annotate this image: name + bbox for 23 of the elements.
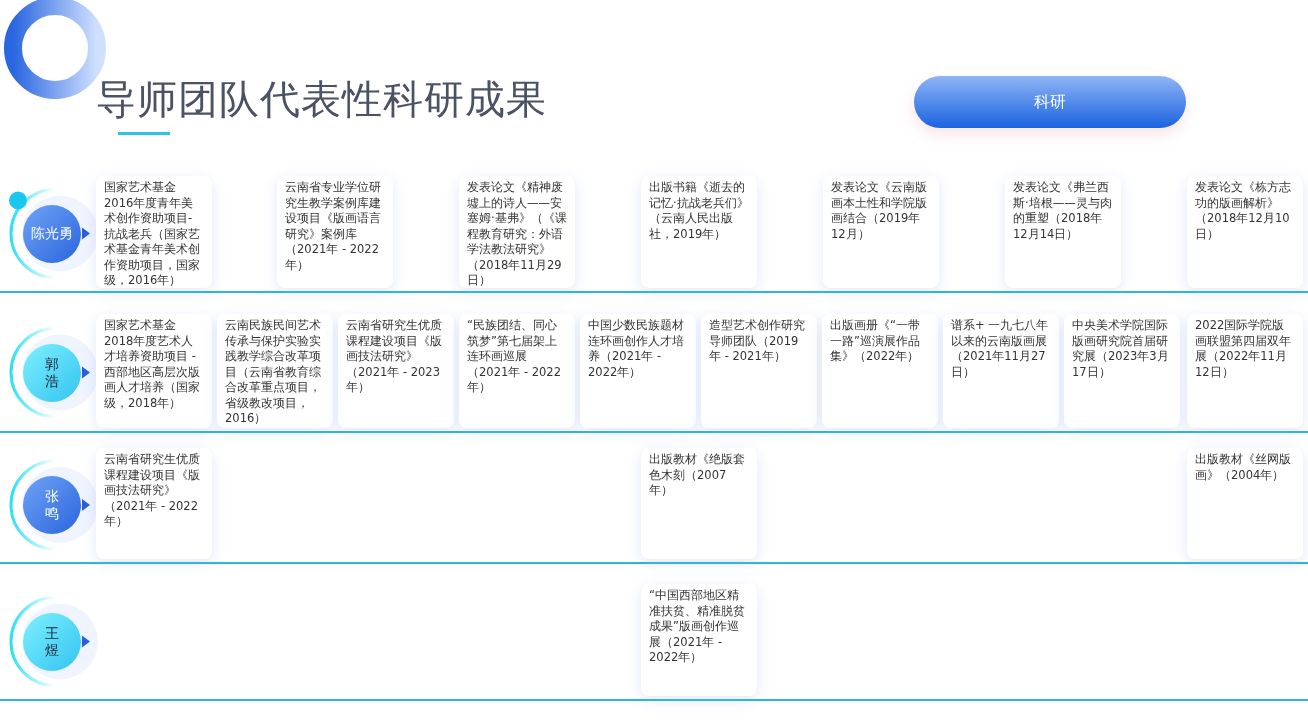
achievement-card: 国家艺术基金2016年度青年美术创作资助项目-抗战老兵（国家艺术基金青年美术创作资助项目，国家级，2016年） — [96, 176, 212, 288]
achievement-card: 云南民族民间艺术传承与保护实验实践教学综合改革项目（云南省教育综合改革重点项目，省级教改项目，2016） — [217, 314, 333, 428]
achievement-card: 造型艺术创作研究导师团队（2019年 - 2021年） — [701, 314, 817, 428]
achievement-card: 发表论文《精神废墟上的诗人——安塞姆·基弗》（《课程教育研究：外语学法教法研究》（2018年11月29日） — [459, 176, 575, 288]
achievement-card: 国家艺术基金2018年度艺术人才培养资助项目 - 西部地区高层次版画人才培养（国家级，2018年） — [96, 314, 212, 428]
achievement-card: 谱系+ 一九七八年以来的云南版画展（2021年11月27日） — [943, 314, 1059, 428]
achievement-card: 发表论文《弗兰西斯·培根——灵与肉的重塑（2018年12月14日） — [1005, 176, 1121, 288]
achievement-card: 出版书籍《逝去的记忆·抗战老兵们》（云南人民出版社，2019年） — [641, 176, 757, 288]
achievement-card: 2022国际学院版画联盟第四届双年展（2022年11月12日） — [1187, 314, 1303, 428]
achievement-card: 发表论文《栋方志功的版画解析》（2018年12月10日） — [1187, 176, 1303, 288]
category-button: 科研 — [914, 76, 1186, 128]
achievement-card: 出版教材《丝网版画》（2004年） — [1187, 448, 1303, 559]
achievement-card: 中央美术学院国际版画研究院首届研究展（2023年3月17日） — [1064, 314, 1180, 428]
achievement-card: 中国少数民族题材连环画创作人才培养（2021年 - 2022年） — [580, 314, 696, 428]
achievement-card: 出版画册《“一带一路”巡演展作品集》（2022年） — [822, 314, 938, 428]
page-title: 导师团队代表性科研成果 — [96, 75, 547, 124]
achievement-card: 云南省研究生优质课程建设项目《版画技法研究》（2021年 - 2023年） — [338, 314, 454, 428]
achievement-card: 出版教材《绝版套色木刻（2007年） — [641, 448, 757, 559]
achievement-card: 云南省专业学位研究生教学案例库建设项目《版画语言研究》案例库（2021年 - 2022年） — [277, 176, 393, 288]
achievement-card: “民族团结、同心筑梦”第七届架上连环画巡展（2021年 - 2022年） — [459, 314, 575, 428]
achievement-card: 发表论文《云南版画本土性和学院版画结合（2019年12月） — [823, 176, 939, 288]
achievement-card: 云南省研究生优质课程建设项目《版画技法研究》（2021年 - 2022年） — [96, 448, 212, 559]
achievement-card: “中国西部地区精准扶贫、精准脱贫成果”版画创作巡展（2021年 - 2022年） — [641, 584, 757, 696]
